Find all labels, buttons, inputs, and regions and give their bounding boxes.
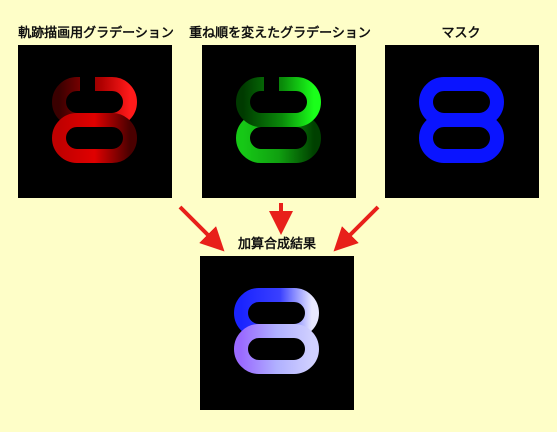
top-loop: [236, 77, 321, 127]
panel-mask: [385, 45, 539, 198]
figure-eight-green: [236, 77, 321, 163]
label-additive-result: 加算合成結果: [237, 237, 316, 252]
arrow-trail-to-result: [178, 205, 225, 252]
panel-reordered-gradient: [202, 45, 356, 198]
bottom-loop: [52, 113, 137, 163]
bottom-loop: [419, 113, 504, 163]
figure-eight-result: [234, 288, 319, 374]
bottom-loop: [236, 113, 321, 163]
panel-trail-gradient: [18, 45, 172, 198]
label-reordered-gradient: 重ね順を変えたグラデーション: [189, 26, 371, 41]
figure-eight-blue: [419, 77, 504, 163]
label-trail-gradient: 軌跡描画用グラデーション: [18, 26, 174, 41]
arrow-mask-to-result: [333, 205, 380, 252]
label-mask: マスク: [441, 26, 481, 41]
bottom-loop: [234, 324, 319, 374]
figure-eight-red: [52, 77, 137, 163]
panel-additive-result: [200, 256, 354, 410]
